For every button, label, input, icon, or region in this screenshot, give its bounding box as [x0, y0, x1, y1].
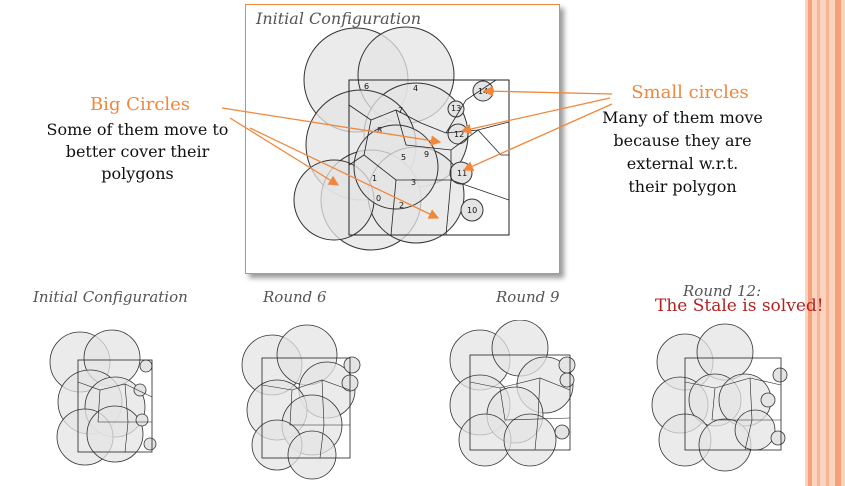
side-stripe-decoration — [805, 0, 845, 486]
svg-text:13: 13 — [451, 104, 461, 113]
big-circles-line-3: polygons — [101, 164, 174, 183]
thumbnail-round-9 — [449, 320, 576, 467]
small-circles-line-2: because they are — [613, 131, 752, 150]
svg-text:9: 9 — [424, 150, 429, 159]
svg-text:8: 8 — [377, 126, 382, 135]
svg-text:5: 5 — [401, 153, 406, 162]
svg-text:4: 4 — [413, 84, 418, 93]
thumbnail-initial — [49, 329, 157, 466]
thumbnail-round-12 — [651, 323, 788, 472]
round-label-9: Round 9 — [496, 288, 560, 306]
big-circles-line-1: Some of them move to — [46, 120, 229, 139]
svg-text:7: 7 — [398, 106, 403, 115]
main-figure: Initial Configuration — [245, 4, 560, 274]
round-12-sublabel: The Stale is solved! — [655, 296, 824, 316]
svg-text:6: 6 — [364, 82, 369, 91]
svg-text:2: 2 — [399, 201, 404, 210]
thumbnail-round-6 — [241, 324, 361, 480]
small-circles-line-1: Many of them move — [602, 108, 763, 127]
main-figure-title: Initial Configuration — [256, 9, 422, 28]
svg-text:0: 0 — [376, 194, 381, 203]
svg-text:12: 12 — [454, 130, 464, 139]
small-circles-line-4: their polygon — [628, 177, 737, 196]
svg-text:11: 11 — [457, 169, 467, 178]
svg-text:10: 10 — [467, 206, 477, 215]
svg-text:1: 1 — [372, 174, 377, 183]
round-label-6: Round 6 — [263, 288, 327, 306]
round-label-12: Round 12: — [683, 282, 762, 300]
round-label-initial: Initial Configuration — [33, 288, 188, 306]
small-circles-line-3: external w.r.t. — [626, 154, 739, 173]
big-circles-line-2: better cover their — [65, 142, 210, 161]
small-circles-heading: Small circles — [631, 82, 749, 103]
big-circles-heading: Big Circles — [89, 94, 191, 115]
svg-text:14: 14 — [478, 87, 488, 96]
svg-text:3: 3 — [411, 178, 416, 187]
